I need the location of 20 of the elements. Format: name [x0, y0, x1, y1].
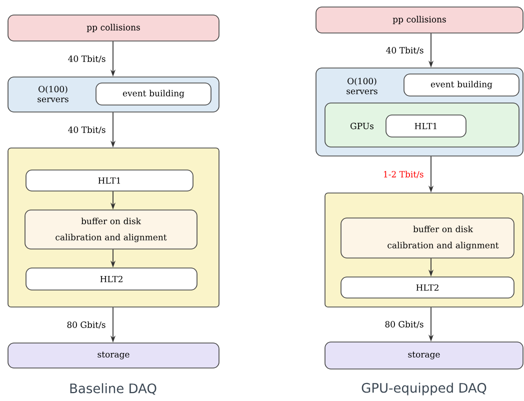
storage-box: storage [8, 342, 220, 368]
edge-label: 40 Tbit/s [68, 55, 106, 63]
edge-label: 80 Gbit/s [67, 321, 106, 329]
source-box: pp collisions [316, 6, 524, 34]
process-box: buffer on disk calibration and alignment [24, 210, 198, 250]
source-box: pp collisions [8, 14, 220, 42]
storage-box: storage [324, 342, 524, 370]
panel-caption: GPU-equipped DAQ [362, 382, 486, 396]
edge-label: 80 Gbit/s [385, 320, 424, 328]
edge-label: 1-2 Tbit/s [384, 170, 424, 178]
edge-label: 40 Tbit/s [68, 126, 106, 134]
process-box: HLT2 [340, 276, 514, 298]
process-box: HLT1 [26, 170, 194, 192]
process-box: HLT1 [386, 114, 466, 138]
process-box: event building [404, 74, 520, 96]
edge-label: 40 Tbit/s [386, 46, 424, 54]
process-box: event building [96, 82, 212, 106]
process-box: HLT2 [26, 268, 198, 290]
panel-caption: Baseline DAQ [70, 383, 156, 395]
process-box: buffer on disk calibration and alignment [340, 218, 514, 258]
